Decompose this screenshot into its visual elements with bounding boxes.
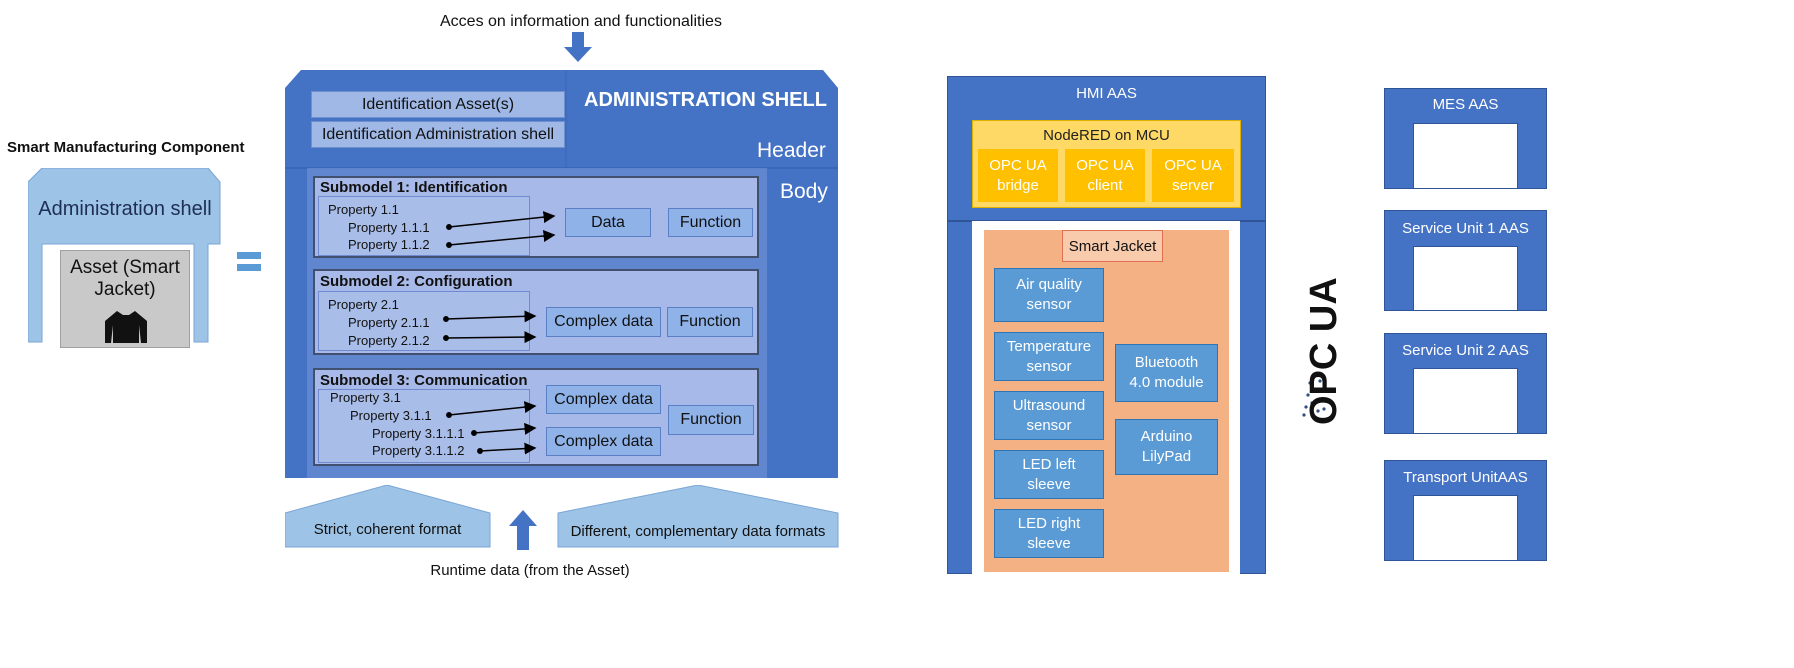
identification-asset-box: Identification Asset(s) xyxy=(311,91,565,118)
property-2-1-2: Property 2.1.2 xyxy=(348,333,430,348)
sensor-line1: Arduino xyxy=(1140,428,1193,445)
opc-ua-bridge: OPC UA bridge xyxy=(978,149,1058,202)
mes-aas: MES AAS xyxy=(1384,88,1547,189)
sensor-line2: sleeve xyxy=(1027,534,1071,552)
function-box-1: Function xyxy=(668,208,753,237)
opc-ua-server: OPC UA server xyxy=(1152,149,1234,202)
identification-shell-box: Identification Administration shell xyxy=(311,121,565,148)
opcua-logo: OPC UA xyxy=(1302,277,1345,425)
jacket-icon xyxy=(105,311,147,343)
opc-ua-client-line1: OPC UA xyxy=(1076,156,1134,174)
submodel-2-title: Submodel 2: Configuration xyxy=(320,273,513,290)
transport-unit-aas-title: Transport UnitAAS xyxy=(1403,468,1528,486)
submodel-1-properties xyxy=(318,196,530,256)
format-left-label: Strict, coherent format xyxy=(313,520,462,538)
property-2-1: Property 2.1 xyxy=(328,297,399,312)
transport-unit-aas: Transport UnitAAS xyxy=(1384,460,1547,561)
sensor-line2: sensor xyxy=(1026,296,1072,313)
service-unit-2-aas: Service Unit 2 AAS xyxy=(1384,333,1547,434)
left-shell-label: Administration shell xyxy=(38,197,212,220)
function-box-3: Function xyxy=(668,405,754,435)
smart-jacket-label: Smart Jacket xyxy=(1062,230,1163,262)
ultrasound-sensor: Ultrasound sensor xyxy=(994,391,1104,440)
submodel-2-properties xyxy=(318,291,530,351)
bottom-label: Runtime data (from the Asset) xyxy=(430,561,630,579)
data-box: Data xyxy=(565,208,651,237)
down-arrow-icon xyxy=(564,32,592,62)
sensor-line2: sensor xyxy=(1026,416,1072,434)
admin-shell-title: ADMINISTRATION SHELL xyxy=(584,89,827,111)
function-box-2: Function xyxy=(667,307,753,337)
asset-label-line1: Asset (Smart xyxy=(70,257,180,278)
submodel-1-title: Submodel 1: Identification xyxy=(320,179,508,196)
sensor-line1: Temperature xyxy=(1006,337,1092,355)
led-right-sleeve: LED right sleeve xyxy=(994,509,1104,558)
sensor-line1: LED left xyxy=(1022,455,1076,473)
nodered-title: NodeRED on MCU xyxy=(1043,126,1170,144)
header-label: Header xyxy=(757,139,826,162)
opc-ua-server-line2: server xyxy=(1172,176,1214,194)
sensor-line1: LED right xyxy=(1017,514,1081,532)
bluetooth-module: Bluetooth 4.0 module xyxy=(1115,344,1218,402)
asset-label-line2: Jacket) xyxy=(94,279,156,300)
smart-manufacturing-title: Smart Manufacturing Component xyxy=(7,139,245,156)
property-1-1-1: Property 1.1.1 xyxy=(348,220,430,235)
opc-ua-client-line2: client xyxy=(1087,176,1123,194)
service-unit-1-aas: Service Unit 1 AAS xyxy=(1384,210,1547,311)
sensor-line2: sleeve xyxy=(1027,475,1071,493)
opcua-logo-text: OPC UA xyxy=(1303,277,1345,425)
service-unit-2-aas-title: Service Unit 2 AAS xyxy=(1402,341,1529,359)
opc-ua-client: OPC UA client xyxy=(1065,149,1145,202)
up-arrow-icon xyxy=(509,510,537,550)
service-unit-1-aas-title: Service Unit 1 AAS xyxy=(1402,219,1529,237)
property-1-1: Property 1.1 xyxy=(328,202,399,217)
body-label: Body xyxy=(780,180,828,203)
sensor-line1: Ultrasound xyxy=(1012,396,1086,414)
left-shell-shape xyxy=(28,168,221,343)
top-label: Acces on information and functionalities xyxy=(440,13,722,30)
submodel-3-title: Submodel 3: Communication xyxy=(320,372,528,389)
mes-aas-title: MES AAS xyxy=(1432,95,1499,113)
property-3-1: Property 3.1 xyxy=(330,390,401,405)
arduino-lilypad: Arduino LilyPad xyxy=(1115,419,1218,475)
sensor-line2: sensor xyxy=(1026,357,1072,375)
format-right-label: Different, complementary data formats xyxy=(570,522,826,540)
property-1-1-2: Property 1.1.2 xyxy=(348,237,430,252)
property-3-1-1-1: Property 3.1.1.1 xyxy=(372,426,465,441)
opc-ua-server-line1: OPC UA xyxy=(1164,156,1222,174)
property-3-1-1-2: Property 3.1.1.2 xyxy=(372,443,465,458)
led-left-sleeve: LED left sleeve xyxy=(994,450,1104,499)
opc-ua-bridge-line1: OPC UA xyxy=(989,156,1047,174)
complex-data-box-2: Complex data xyxy=(546,307,661,337)
hmi-aas-title: HMI AAS xyxy=(1076,84,1137,102)
opc-ua-bridge-line2: bridge xyxy=(997,176,1039,194)
complex-data-box-3b: Complex data xyxy=(546,427,661,456)
asset-box: Asset (Smart Jacket) xyxy=(60,250,190,348)
format-shapes xyxy=(285,485,839,548)
equals-icon xyxy=(237,252,261,271)
temperature-sensor: Temperature sensor xyxy=(994,332,1104,381)
sensor-line1: Air quality xyxy=(1016,276,1082,293)
sensor-line2: LilyPad xyxy=(1141,448,1192,465)
sensor-line1: Bluetooth xyxy=(1134,354,1199,371)
sensor-line2: 4.0 module xyxy=(1129,374,1204,391)
complex-data-box-3a: Complex data xyxy=(546,385,661,414)
property-3-1-1: Property 3.1.1 xyxy=(350,408,432,423)
property-2-1-1: Property 2.1.1 xyxy=(348,315,430,330)
air-quality-sensor: Air quality sensor xyxy=(994,268,1104,322)
